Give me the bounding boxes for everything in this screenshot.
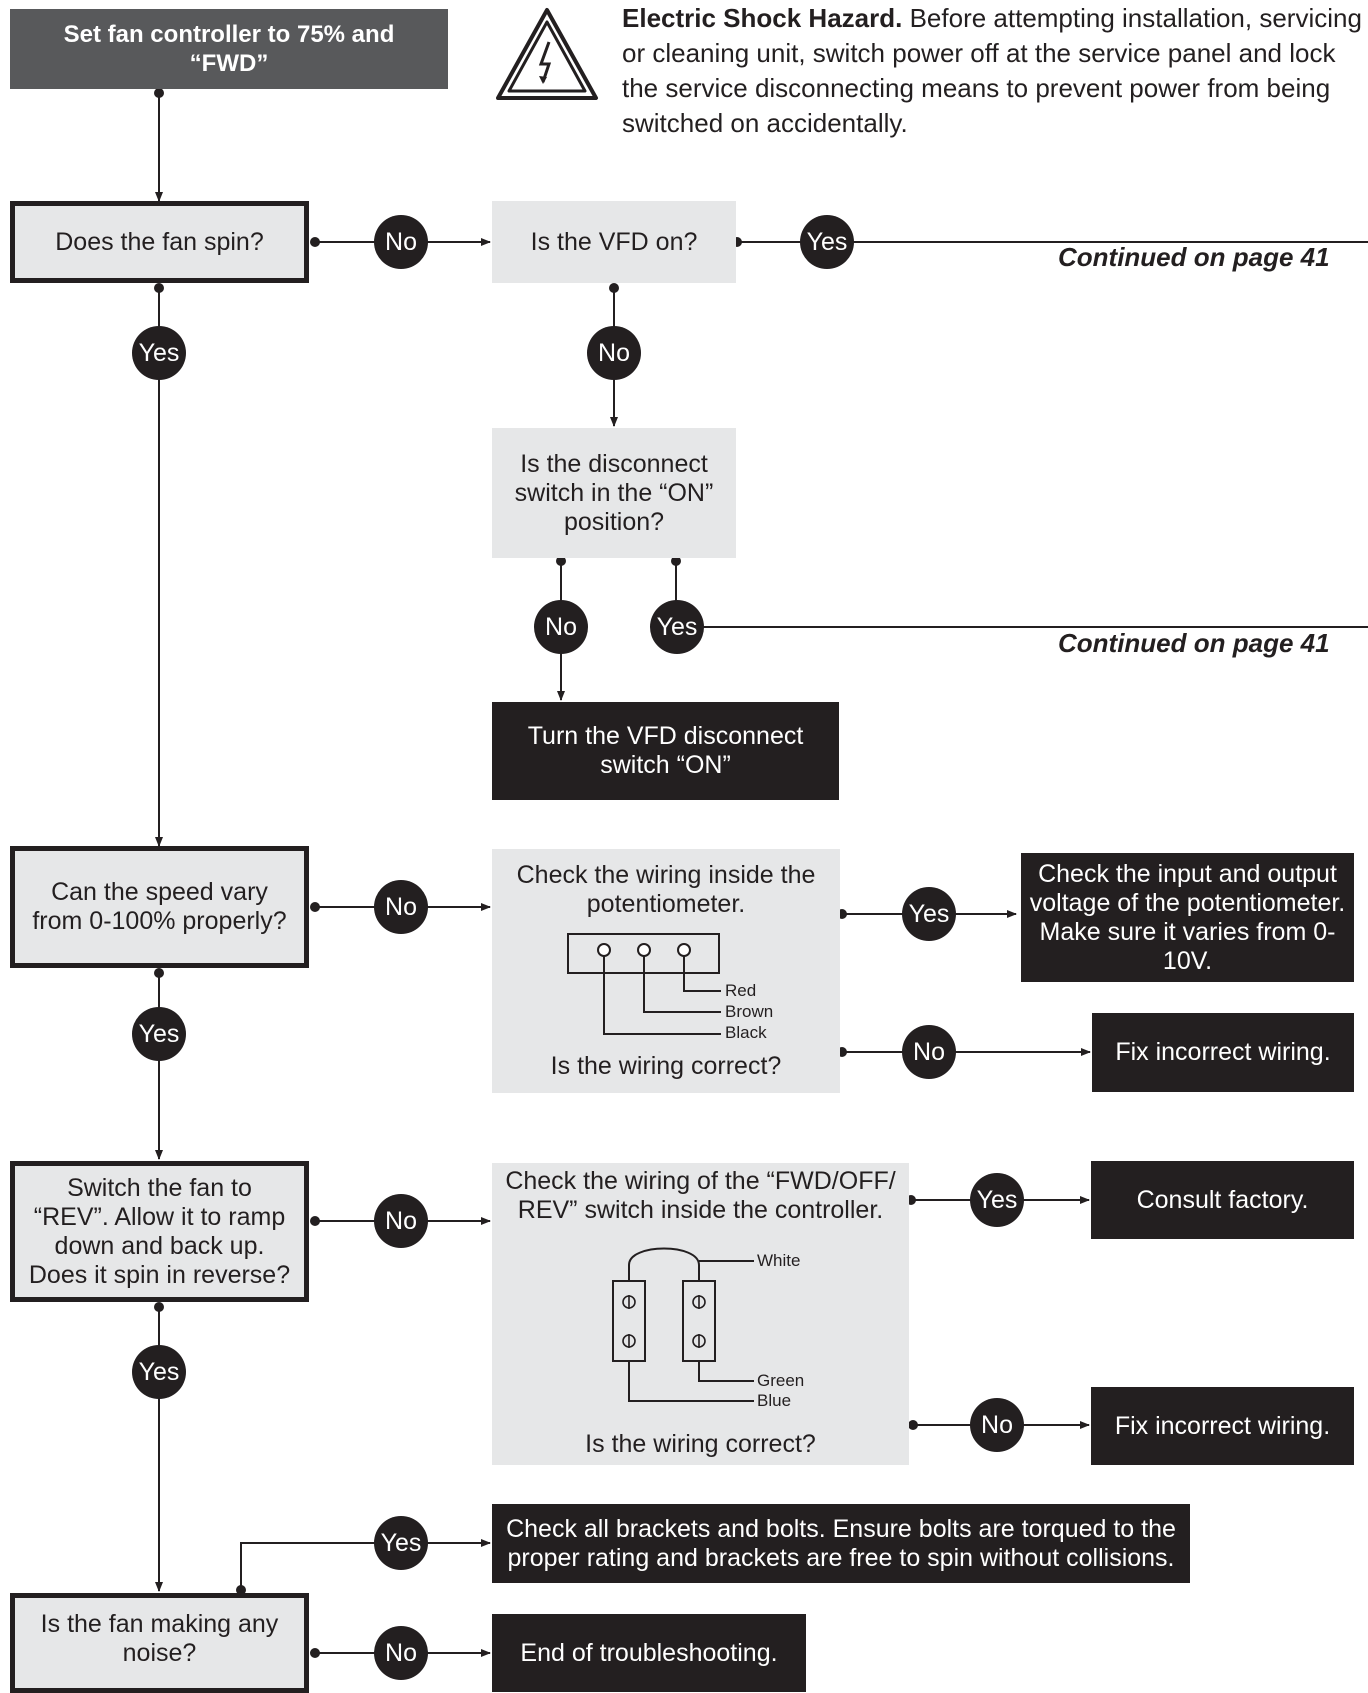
start-step-line2: “FWD”: [189, 50, 269, 77]
yes-badge-disconnect: Yes: [650, 600, 704, 654]
no-badge-switch: No: [970, 1398, 1024, 1452]
yes-badge-switch: Yes: [970, 1173, 1024, 1227]
action-turn-disconnect-on: Turn the VFD disconnect switch “ON”: [492, 702, 839, 800]
electric-shock-warning-icon: [496, 8, 598, 100]
no-badge-potentiometer: No: [902, 1025, 956, 1079]
no-badge-disconnect: No: [534, 600, 588, 654]
action-fix-wiring-1: Fix incorrect wiring.: [1092, 1013, 1354, 1092]
yes-badge-potentiometer: Yes: [902, 887, 956, 941]
warning-title: Electric Shock Hazard.: [622, 3, 903, 33]
no-badge-noise: No: [374, 1626, 428, 1680]
question-fan-spin: Does the fan spin?: [10, 201, 309, 283]
switch-check-title: Check the wiring of the “FWD/OFF/ REV” s…: [505, 1167, 896, 1224]
wire-label-brown: Brown: [725, 1002, 774, 1021]
no-badge-reverse: No: [374, 1194, 428, 1248]
switch-wiring-icon: [612, 1247, 754, 1402]
continued-label-1: Continued on page 41: [1058, 242, 1330, 272]
question-vfd-on: Is the VFD on?: [492, 201, 736, 283]
no-badge-vfd-on: No: [587, 326, 641, 380]
warning-body: Before attempting installation, servicin…: [622, 3, 1362, 138]
potentiometer-check-box: Check the wiring inside the potentiomete…: [492, 849, 840, 1093]
question-speed-vary: Can the speed vary from 0-100% properly?: [10, 846, 309, 968]
yes-badge-fan-spin: Yes: [132, 326, 186, 380]
yes-badge-reverse: Yes: [132, 1345, 186, 1399]
warning-text: Electric Shock Hazard. Before attempting…: [622, 1, 1362, 141]
potentiometer-wiring-icon: [567, 933, 721, 1035]
yes-badge-noise: Yes: [374, 1516, 428, 1570]
wire-label-blue: Blue: [757, 1391, 792, 1410]
start-step-line1: Set fan controller to 75% and: [63, 21, 395, 48]
continued-label-2: Continued on page 41: [1058, 628, 1330, 658]
yes-badge-vfd-on: Yes: [800, 215, 854, 269]
yes-badge-speed: Yes: [132, 1007, 186, 1061]
question-disconnect-switch: Is the disconnect switch in the “ON” pos…: [492, 428, 736, 558]
wire-label-red: Red: [725, 981, 757, 1000]
action-check-brackets: Check all brackets and bolts. Ensure bol…: [492, 1504, 1190, 1583]
start-step: Set fan controller to 75% and “FWD”: [10, 9, 448, 89]
question-fan-noise: Is the fan making any noise?: [10, 1593, 309, 1693]
question-reverse-spin: Switch the fan to “REV”. Allow it to ram…: [10, 1161, 309, 1302]
no-badge-fan-spin: No: [374, 215, 428, 269]
wire-label-green: Green: [757, 1371, 805, 1390]
action-consult-factory: Consult factory.: [1091, 1161, 1354, 1239]
potentiometer-question: Is the wiring correct?: [550, 1052, 782, 1080]
wire-label-white: White: [757, 1251, 801, 1270]
action-check-voltage: Check the input and output voltage of th…: [1021, 853, 1354, 982]
potentiometer-check-title: Check the wiring inside the potentiomete…: [516, 861, 816, 918]
wire-label-black: Black: [725, 1023, 767, 1042]
switch-question: Is the wiring correct?: [585, 1430, 816, 1458]
action-fix-wiring-2: Fix incorrect wiring.: [1091, 1387, 1354, 1465]
switch-check-box: Check the wiring of the “FWD/OFF/ REV” s…: [492, 1163, 909, 1465]
no-badge-speed: No: [374, 880, 428, 934]
action-end-troubleshooting: End of troubleshooting.: [492, 1614, 806, 1692]
